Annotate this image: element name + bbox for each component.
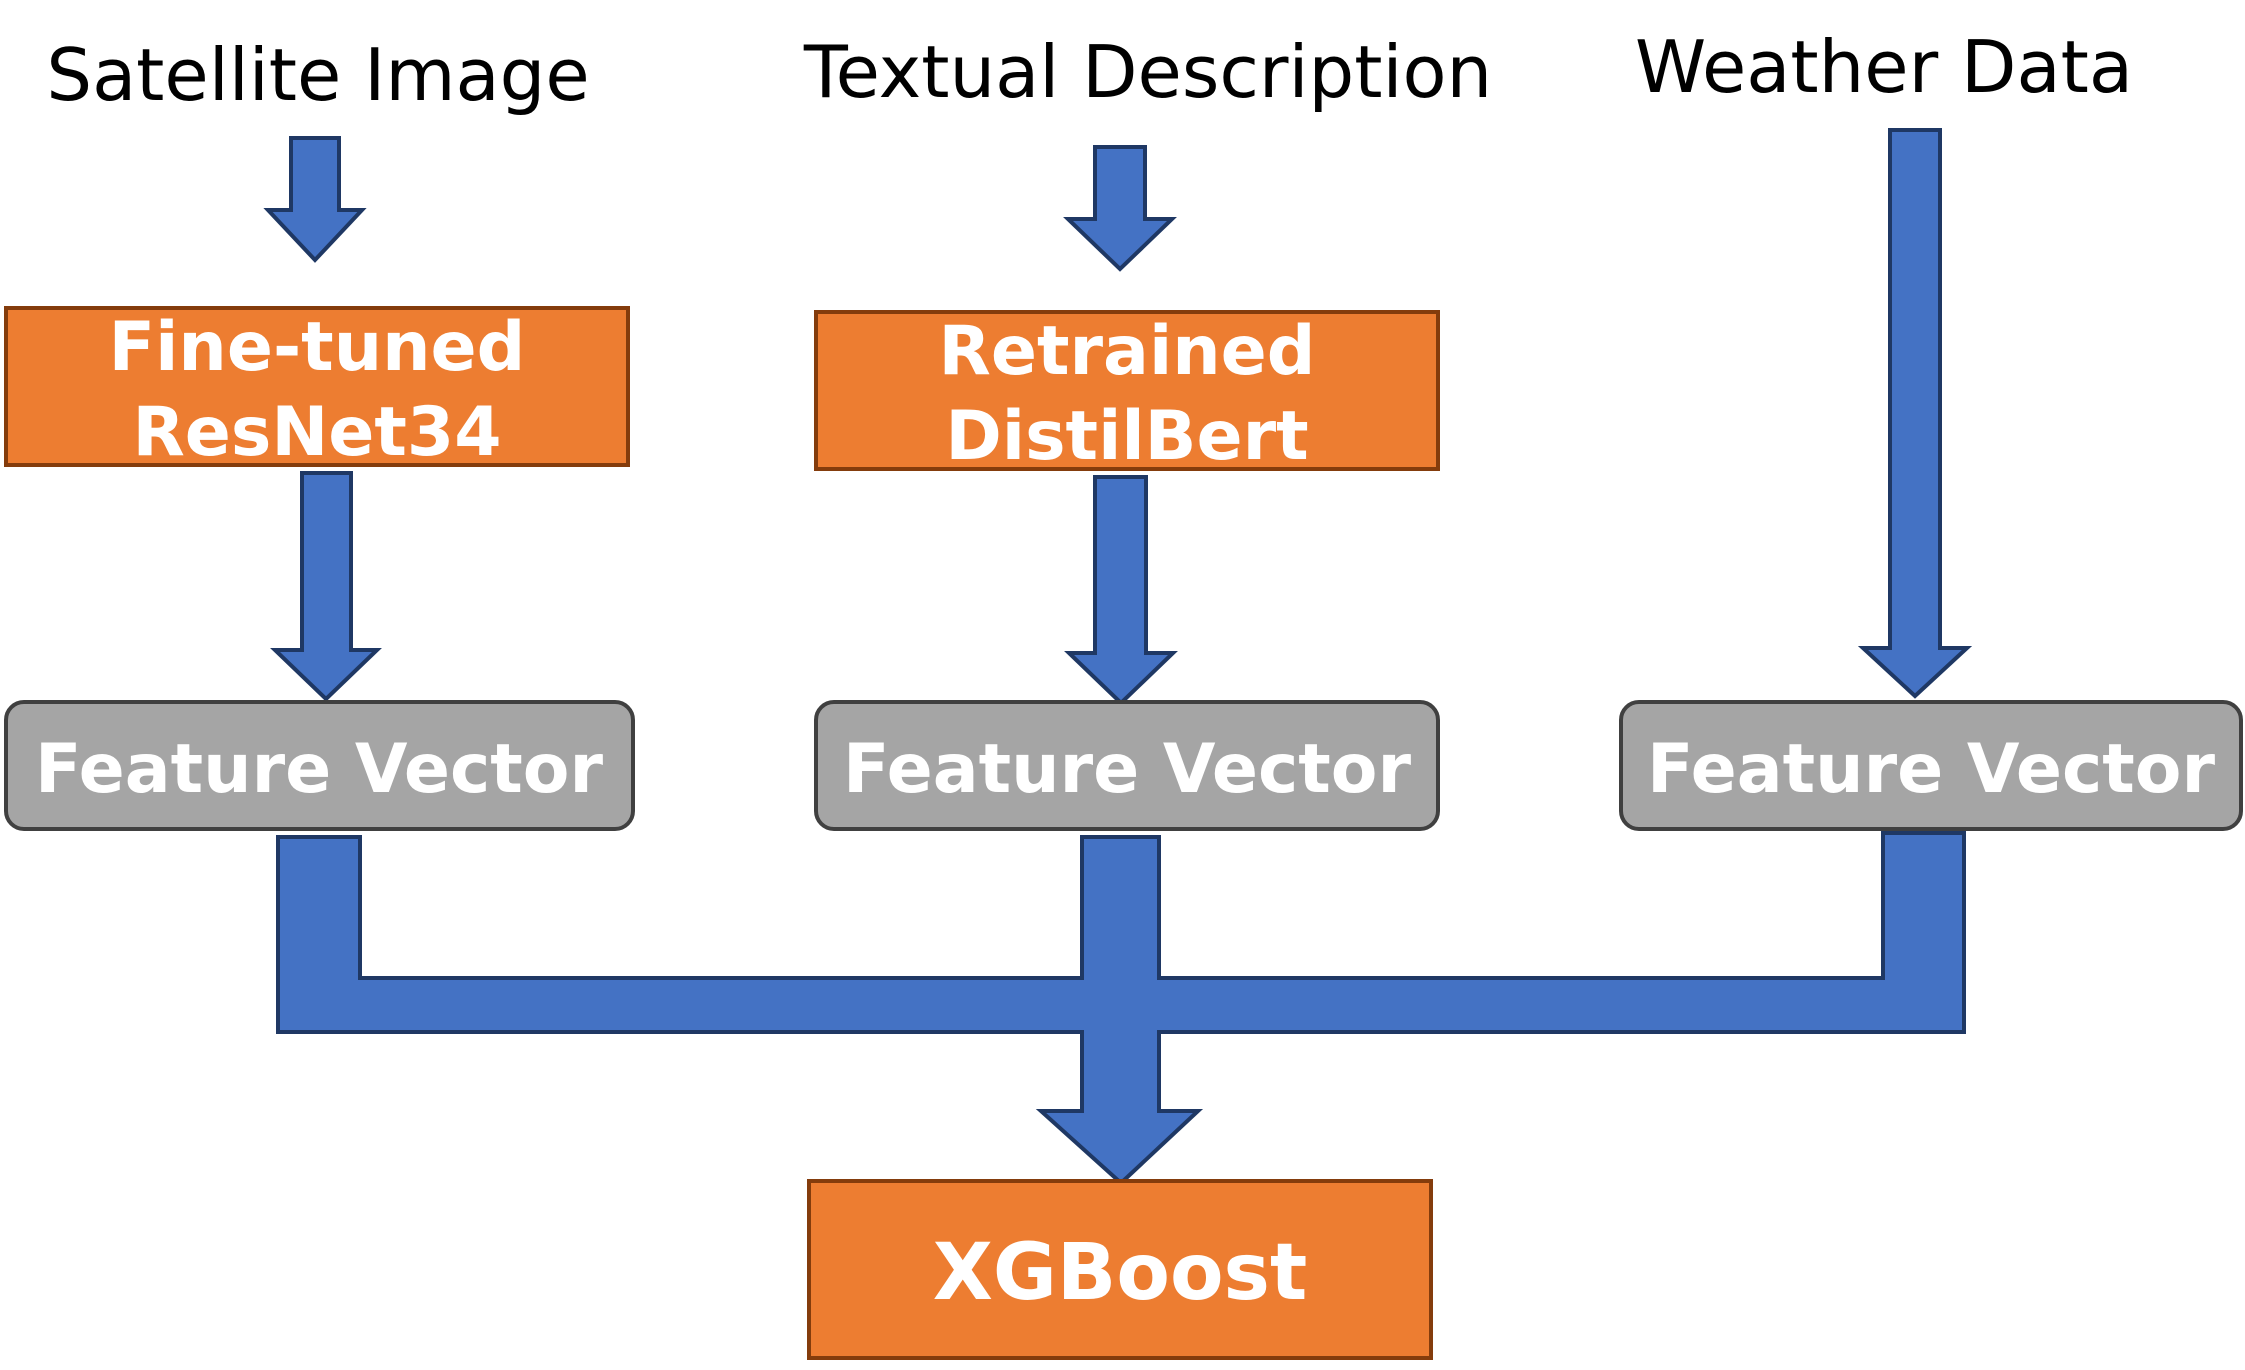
feature-vector-label-text: Feature Vector: [843, 730, 1412, 809]
resnet-box: [4, 306, 630, 467]
arrow-weather-to-feature: [1857, 128, 1973, 699]
xgboost-box: [807, 1179, 1433, 1360]
feature-vector-box-weather: [1619, 700, 2243, 831]
arrow-text-to-distilbert: [1063, 145, 1177, 272]
distilbert-label-line2: DistilBert: [945, 397, 1308, 476]
feature-vector-label-weather: Feature Vector: [1647, 730, 2216, 809]
arrow-satellite-to-resnet: [263, 136, 367, 263]
distilbert-box: [814, 310, 1440, 471]
input-label-weather-data: Weather Data: [1635, 25, 2133, 109]
feature-vector-box-text: [814, 700, 1440, 831]
feature-vector-label-image: Feature Vector: [35, 730, 604, 809]
arrow-distilbert-to-feature: [1064, 475, 1178, 706]
merge-connector-arrow: [276, 831, 1966, 1186]
resnet-label-line2: ResNet34: [132, 393, 501, 472]
input-label-satellite-image: Satellite Image: [46, 33, 589, 117]
input-label-textual-description: Textual Description: [803, 30, 1492, 114]
distilbert-label-line1: Retrained: [939, 312, 1316, 391]
arrow-resnet-to-feature: [270, 471, 382, 702]
resnet-label-line1: Fine-tuned: [109, 308, 526, 387]
feature-vector-box-image: [4, 700, 635, 831]
xgboost-label: XGBoost: [933, 1228, 1308, 1318]
